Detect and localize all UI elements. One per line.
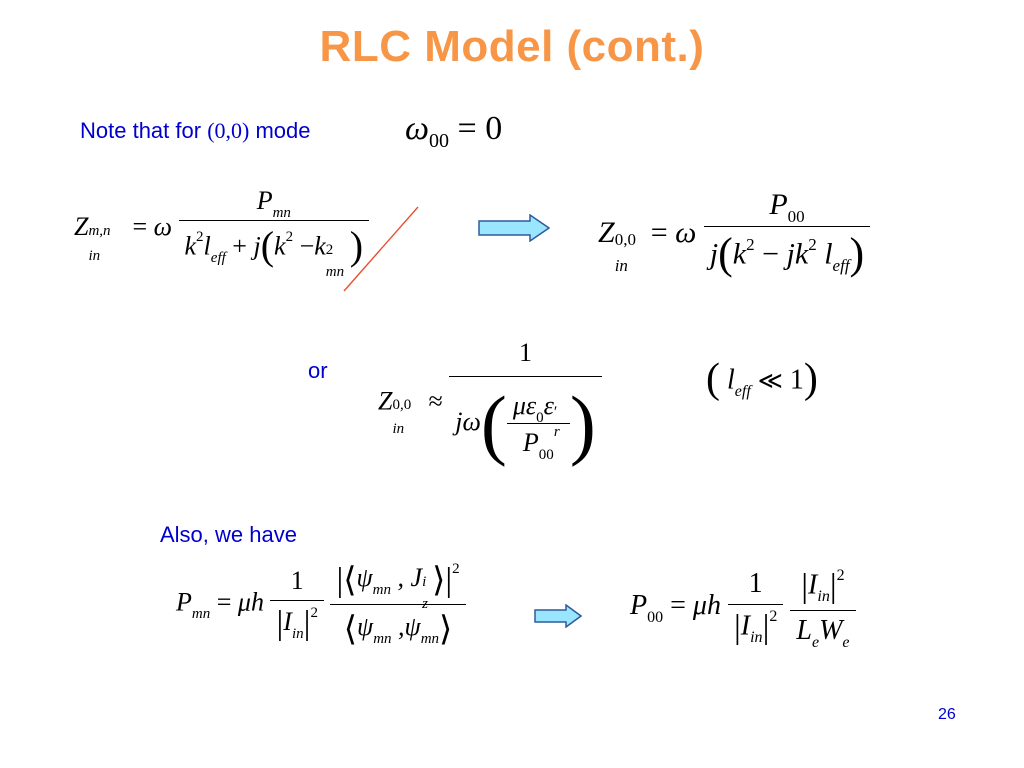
note-line: Note that for (0,0) mode: [80, 118, 311, 144]
right-arrow-icon: [478, 214, 550, 242]
also-label: Also, we have: [160, 522, 297, 547]
strike-line-stroke: [343, 206, 419, 292]
p00-equation: P00 = μh 1 |Iin|2 |Iin|2 LeWe: [630, 567, 856, 651]
note-prefix: Note that for: [80, 118, 208, 143]
omega-zero-equation: ω00 = 0: [405, 110, 503, 152]
or-label: or: [308, 358, 328, 383]
page-number: 26: [938, 706, 956, 723]
strike-line: [343, 206, 419, 292]
condition-leff: ( leff ≪ 1): [706, 356, 818, 402]
slide-title: RLC Model (cont.): [319, 22, 705, 71]
right-arrow-icon-2: [534, 604, 582, 628]
note-suffix: mode: [249, 118, 311, 143]
note-mode: (0,0): [207, 118, 250, 143]
